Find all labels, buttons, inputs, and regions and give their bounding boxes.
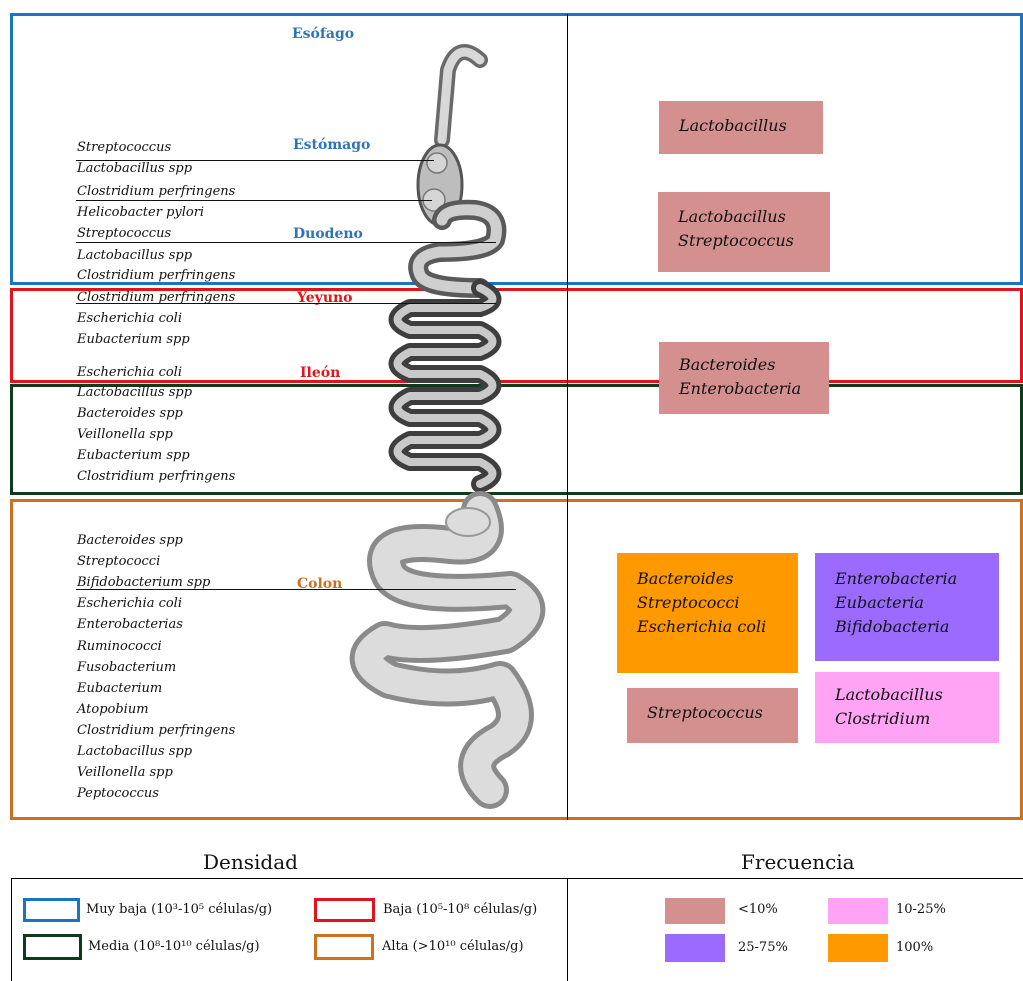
frequency-box-colon-10-25: Lactobacillus Clostridium: [815, 672, 999, 743]
legend-swatch-under-10: [665, 898, 725, 924]
legend-divider: [567, 878, 568, 981]
frequency-box-small-intestine: Bacteroides Enterobacteria: [659, 342, 829, 414]
legend-label-under-10: <10%: [738, 902, 778, 917]
bacteria-colon-5: Enterobacterias: [77, 617, 183, 632]
frequency-box-stomach: Lactobacillus: [659, 101, 823, 154]
frequency-box-stomach-line-1: Lactobacillus: [679, 116, 787, 135]
legend-label-high: Alta (>10¹⁰ células/g): [382, 939, 524, 954]
bacteria-colon-4: Escherichia coli: [77, 596, 182, 611]
frequency-box-duodenum-line-2: Streptococcus: [678, 231, 794, 250]
legend-label-low: Baja (10⁵-10⁸ células/g): [383, 902, 538, 917]
bacteria-stomach-1: Streptococcus: [77, 140, 172, 155]
legend-swatch-100: [828, 934, 888, 962]
bacteria-ileum-6: Clostridium perfringens: [77, 469, 236, 484]
bacteria-duodenum-3: Clostridium perfringens: [77, 268, 236, 283]
legend-swatch-very-low: [23, 898, 80, 922]
bacteria-colon-9: Atopobium: [77, 702, 149, 717]
frequency-box-duodenum-line-1: Lactobacillus: [678, 207, 786, 226]
bacteria-colon-8: Eubacterium: [77, 681, 163, 696]
legend-frequency-title: Frecuencia: [741, 850, 855, 874]
legend-label-25-75: 25-75%: [738, 940, 788, 955]
bacteria-ileum-5: Eubacterium spp: [77, 448, 190, 463]
legend-label-medium: Media (10⁸-10¹⁰ células/g): [88, 939, 260, 954]
organ-label-duodeno: Duodeno: [293, 226, 363, 242]
region-very-low-density: [10, 13, 1023, 285]
leader-line-jejunum: [76, 303, 496, 304]
frequency-box-colon-25-75: Enterobacteria Eubacteria Bifidobacteria: [815, 553, 999, 661]
frequency-box-colon-25-75-line-3: Bifidobacteria: [835, 617, 950, 636]
bacteria-ileum-3: Bacteroides spp: [77, 406, 183, 421]
frequency-box-colon-under-10: Streptococcus: [627, 688, 798, 743]
bacteria-ileum-1: Escherichia coli: [77, 365, 182, 380]
bacteria-jejunum-3: Eubacterium spp: [77, 332, 190, 347]
frequency-box-colon-100-line-2: Streptococci: [637, 593, 740, 612]
frequency-box-colon-25-75-line-2: Eubacteria: [835, 593, 924, 612]
legend-label-100: 100%: [896, 940, 934, 955]
region-low-density: [10, 288, 1023, 383]
organ-label-esofago: Esófago: [292, 26, 355, 42]
legend-label-very-low: Muy baja (10³-10⁵ células/g): [86, 902, 273, 917]
frequency-box-colon-10-25-line-1: Lactobacillus: [835, 685, 943, 704]
bacteria-stomach-2: Lactobacillus spp: [77, 161, 193, 176]
bacteria-colon-10: Clostridium perfringens: [77, 723, 236, 738]
legend-swatch-low: [314, 898, 375, 922]
organ-label-estomago: Estómago: [293, 137, 371, 153]
leader-line-colon: [76, 589, 516, 590]
frequency-box-small-intestine-line-2: Enterobacteria: [679, 379, 802, 398]
legend-frame: [11, 878, 1023, 981]
digestive-tract-illustration: [349, 44, 546, 809]
legend-swatch-10-25: [828, 898, 888, 924]
organ-label-yeyuno: Yeyuno: [297, 290, 353, 306]
organ-label-colon: Colon: [297, 576, 343, 592]
column-divider: [567, 14, 568, 820]
leader-line-stomach-2: [76, 200, 432, 201]
bacteria-colon-1: Bacteroides spp: [77, 533, 183, 548]
bacteria-colon-11: Lactobacillus spp: [77, 744, 193, 759]
bacteria-ileum-4: Veillonella spp: [77, 427, 173, 442]
legend-swatch-high: [314, 934, 374, 960]
legend-label-10-25: 10-25%: [896, 902, 946, 917]
bacteria-colon-7: Fusobacterium: [77, 660, 177, 675]
legend-swatch-25-75: [665, 934, 725, 962]
frequency-box-colon-100: Bacteroides Streptococci Escherichia col…: [617, 553, 798, 673]
leader-line-duodenum: [76, 242, 496, 243]
bacteria-colon-2: Streptococci: [77, 554, 161, 569]
bacteria-colon-6: Ruminococci: [77, 639, 162, 654]
bacteria-jejunum-1: Clostridium perfringens: [77, 290, 236, 305]
frequency-box-colon-under-10-line-1: Streptococcus: [647, 703, 763, 722]
bacteria-duodenum-2: Lactobacillus spp: [77, 248, 193, 263]
legend-swatch-medium: [23, 934, 82, 960]
frequency-box-colon-100-line-3: Escherichia coli: [637, 617, 767, 636]
bacteria-stomach-4: Helicobacter pylori: [77, 205, 205, 220]
region-medium-density: [10, 384, 1023, 495]
bacteria-ileum-2: Lactobacillus spp: [77, 385, 193, 400]
bacteria-colon-3: Bifidobacterium spp: [77, 575, 211, 590]
legend-density-title: Densidad: [203, 850, 298, 874]
bacteria-jejunum-2: Escherichia coli: [77, 311, 182, 326]
region-high-density: [10, 499, 1023, 820]
bacteria-colon-12: Veillonella spp: [77, 765, 173, 780]
frequency-box-colon-100-line-1: Bacteroides: [637, 569, 734, 588]
frequency-box-colon-10-25-line-2: Clostridium: [835, 709, 931, 728]
bacteria-stomach-3: Clostridium perfringens: [77, 184, 236, 199]
frequency-box-colon-25-75-line-1: Enterobacteria: [835, 569, 958, 588]
frequency-box-duodenum: Lactobacillus Streptococcus: [658, 192, 830, 272]
bacteria-colon-13: Peptococcus: [77, 786, 159, 801]
organ-label-ileon: Ileón: [300, 365, 341, 381]
bacteria-duodenum-1: Streptococcus: [77, 226, 172, 241]
leader-line-stomach-1: [76, 160, 434, 161]
frequency-box-small-intestine-line-1: Bacteroides: [679, 355, 776, 374]
